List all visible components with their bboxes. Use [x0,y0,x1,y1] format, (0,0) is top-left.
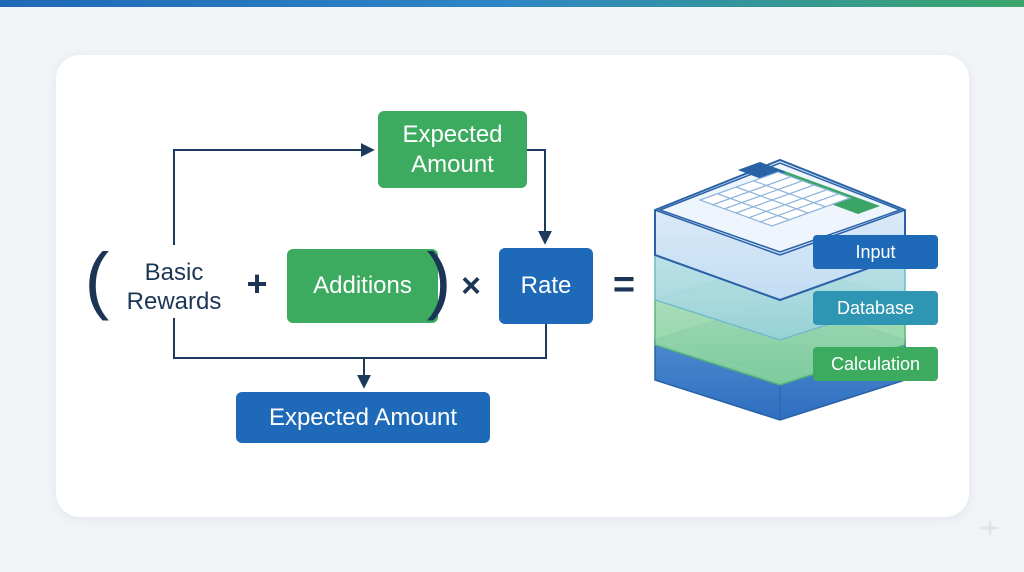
additions-label: Additions [313,272,412,300]
expected-amount-bottom-box: Expected Amount [236,392,490,443]
arrow-to-expected-amount-top [173,143,375,245]
rate-label: Rate [520,272,572,300]
table-grid [698,171,852,227]
rate-box: Rate [499,248,593,324]
expected-amount-top-label: Expected Amount [402,121,503,178]
expected-amount-bottom-label: Expected Amount [268,403,458,431]
left-parenthesis: ( [84,238,110,321]
sparkle-icon [979,517,1001,539]
arrow-expected-to-rate [527,149,552,245]
bottom-loop-line [173,318,547,359]
basic-rewards-label: Basic Rewards [112,258,236,317]
additions-box: Additions [287,249,438,323]
times-operator: × [461,267,481,305]
basic-rewards-text: Basic Rewards [126,259,222,316]
right-parenthesis: ) [426,238,452,321]
plus-operator: + [246,263,268,304]
expected-amount-top-box: Expected Amount [378,111,527,188]
stack-label-calculation: Calculation [813,347,938,381]
top-accent-bar [0,0,1024,7]
stack-label-database: Database [813,291,938,325]
equals-operator: = [612,264,636,306]
stack-label-input: Input [813,235,938,269]
